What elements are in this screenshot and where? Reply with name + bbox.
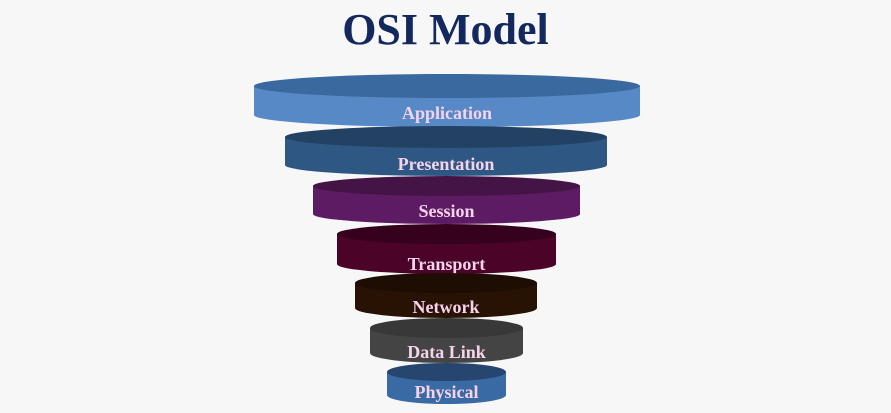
layer-session: Session	[313, 176, 580, 224]
layer-side	[285, 137, 607, 176]
layer-side	[355, 283, 537, 318]
layer-top	[387, 363, 506, 381]
layer-label: Transport	[408, 254, 486, 274]
layer-data-link: Data Link	[370, 318, 523, 363]
layer-top	[355, 273, 537, 293]
layer-label: Application	[402, 103, 492, 123]
layer-label: Session	[418, 201, 474, 221]
layer-side	[387, 372, 506, 404]
layer-label: Network	[413, 297, 480, 317]
layer-top	[285, 126, 607, 148]
layer-label: Data Link	[407, 342, 486, 362]
layer-label: Presentation	[398, 154, 495, 174]
layer-top	[337, 224, 556, 244]
layer-physical: Physical	[387, 363, 506, 404]
layer-side	[370, 328, 523, 363]
layer-presentation: Presentation	[285, 126, 607, 176]
layer-side	[313, 186, 580, 224]
layer-side	[337, 234, 556, 274]
layer-application: Application	[254, 74, 640, 127]
diagram-title: OSI Model	[342, 5, 549, 54]
layer-top	[370, 318, 523, 338]
layer-transport: Transport	[337, 224, 556, 274]
layer-top	[254, 74, 640, 98]
layer-network: Network	[355, 273, 537, 318]
layer-top	[313, 176, 580, 196]
layer-label: Physical	[414, 382, 478, 402]
